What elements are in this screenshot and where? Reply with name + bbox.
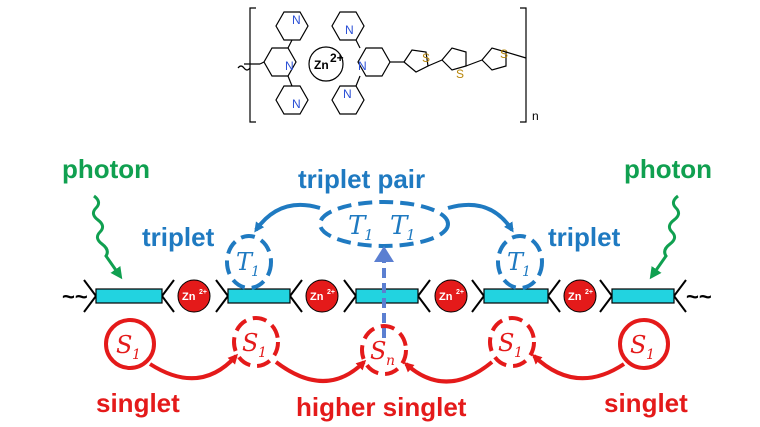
- singlet-state-mid-left: S 1: [242, 329, 267, 361]
- chain-end-left: ~~: [62, 284, 88, 309]
- svg-text:T: T: [236, 248, 254, 276]
- upconversion-arrow: [374, 246, 394, 338]
- svg-text:2+: 2+: [199, 289, 207, 296]
- triplet-label-right: triplet: [548, 222, 621, 252]
- repeat-unit-n: n: [532, 109, 539, 123]
- fission-arrow-right: [447, 202, 514, 233]
- triplet-fission-arrows: [254, 202, 514, 233]
- zinc-node: Zn 2+: [305, 279, 339, 313]
- singlet-state-left: S 1: [116, 331, 141, 363]
- svg-text:S: S: [116, 331, 132, 359]
- svg-text:1: 1: [132, 347, 141, 363]
- zinc-label: Zn: [314, 58, 329, 72]
- singlet-ellipse-left: [232, 316, 280, 368]
- svg-text:2+: 2+: [327, 289, 335, 296]
- polymer-chain: ~~ ~~ Zn 2+ Zn 2+: [62, 279, 712, 313]
- fission-arrow-left: [254, 202, 321, 233]
- n-atom: N: [345, 23, 354, 37]
- thiophene-2: [441, 47, 467, 71]
- conjugated-segment: [355, 288, 419, 304]
- triplet-pair-ellipse: [318, 200, 450, 248]
- singlet-state-mid-right: S 1: [498, 329, 523, 361]
- zinc-circle: [308, 46, 344, 82]
- singlet-ellipse-right: [488, 316, 536, 368]
- transfer-arrow: [148, 353, 239, 381]
- svg-text:S: S: [370, 337, 386, 365]
- right-central-ring: [357, 47, 391, 77]
- singlet-label-left: singlet: [96, 388, 180, 418]
- thiophene-3: [481, 47, 507, 71]
- svg-text:T: T: [348, 211, 367, 241]
- svg-text:T: T: [390, 211, 409, 241]
- higher-singlet-state: S n: [370, 337, 395, 369]
- svg-text:Zn: Zn: [568, 291, 582, 303]
- svg-text:n: n: [386, 353, 395, 369]
- triplet-pair-label: triplet pair: [298, 164, 425, 194]
- thiophene-1: [403, 49, 429, 73]
- photon-arrows: [91, 194, 681, 280]
- singlet-state-right: S 1: [630, 331, 655, 363]
- svg-text:1: 1: [364, 226, 374, 244]
- svg-text:2+: 2+: [585, 289, 593, 296]
- left-upper-ring: [275, 11, 309, 41]
- conjugated-segment: [611, 288, 675, 304]
- photon-label-right: photon: [624, 154, 712, 184]
- transfer-arrow: [274, 359, 367, 383]
- singlet-circle-left: [104, 318, 156, 370]
- triplet-pair-text: T 1 T 1: [348, 211, 416, 244]
- singlet-label-right: singlet: [604, 388, 688, 418]
- triplet-state-left: T 1: [236, 248, 260, 280]
- svg-text:1: 1: [646, 347, 655, 363]
- s-atom: S: [422, 51, 430, 65]
- polymer-structure: [237, 7, 527, 123]
- transfer-arrow: [403, 360, 494, 384]
- photon-arrow-right: [649, 194, 681, 280]
- left-bracket: [249, 7, 256, 123]
- wavy-bond: [237, 63, 260, 71]
- svg-text:1: 1: [514, 345, 523, 361]
- conjugated-segment: [95, 288, 163, 304]
- singlet-ellipse-center: [360, 324, 408, 376]
- n-atom: N: [285, 59, 294, 73]
- higher-singlet-label: higher singlet: [296, 392, 467, 422]
- left-lower-ring: [275, 85, 309, 115]
- triplet-ellipse-left: [225, 234, 273, 290]
- svg-text:2+: 2+: [456, 289, 464, 296]
- conjugated-segment: [483, 288, 549, 304]
- chain-end-right: ~~: [686, 284, 712, 309]
- atom-labels: N N N N N N S S S Zn 2+ n: [285, 13, 539, 123]
- svg-text:S: S: [242, 329, 258, 357]
- singlet-circle-right: [618, 318, 670, 370]
- zinc-node: Zn 2+: [434, 279, 468, 313]
- s-atom: S: [456, 67, 464, 81]
- svg-text:1: 1: [251, 264, 260, 280]
- n-atom: N: [358, 59, 367, 73]
- n-atom: N: [343, 87, 352, 101]
- svg-text:Zn: Zn: [439, 291, 453, 303]
- photon-label-left: photon: [62, 154, 150, 184]
- n-atom: N: [292, 13, 301, 27]
- svg-text:1: 1: [258, 345, 267, 361]
- svg-text:S: S: [630, 331, 646, 359]
- right-bracket: [520, 7, 527, 123]
- zinc-charge: 2+: [330, 51, 344, 65]
- triplet-state-right: T 1: [507, 248, 531, 280]
- triplet-ellipse-right: [496, 234, 544, 290]
- triplet-label-left: triplet: [142, 222, 215, 252]
- svg-text:Zn: Zn: [182, 291, 196, 303]
- svg-text:1: 1: [406, 226, 416, 244]
- svg-text:T: T: [507, 248, 525, 276]
- svg-text:1: 1: [522, 264, 531, 280]
- conjugated-segment: [227, 288, 291, 304]
- svg-text:S: S: [498, 329, 514, 357]
- svg-text:Zn: Zn: [310, 291, 324, 303]
- zinc-node: Zn 2+: [177, 279, 211, 313]
- n-atom: N: [292, 97, 301, 111]
- zinc-node: Zn 2+: [563, 279, 597, 313]
- transfer-arrow: [531, 353, 626, 381]
- s-atom: S: [500, 47, 508, 61]
- photon-arrow-left: [91, 194, 123, 280]
- singlet-transfer-arrows: [148, 353, 626, 384]
